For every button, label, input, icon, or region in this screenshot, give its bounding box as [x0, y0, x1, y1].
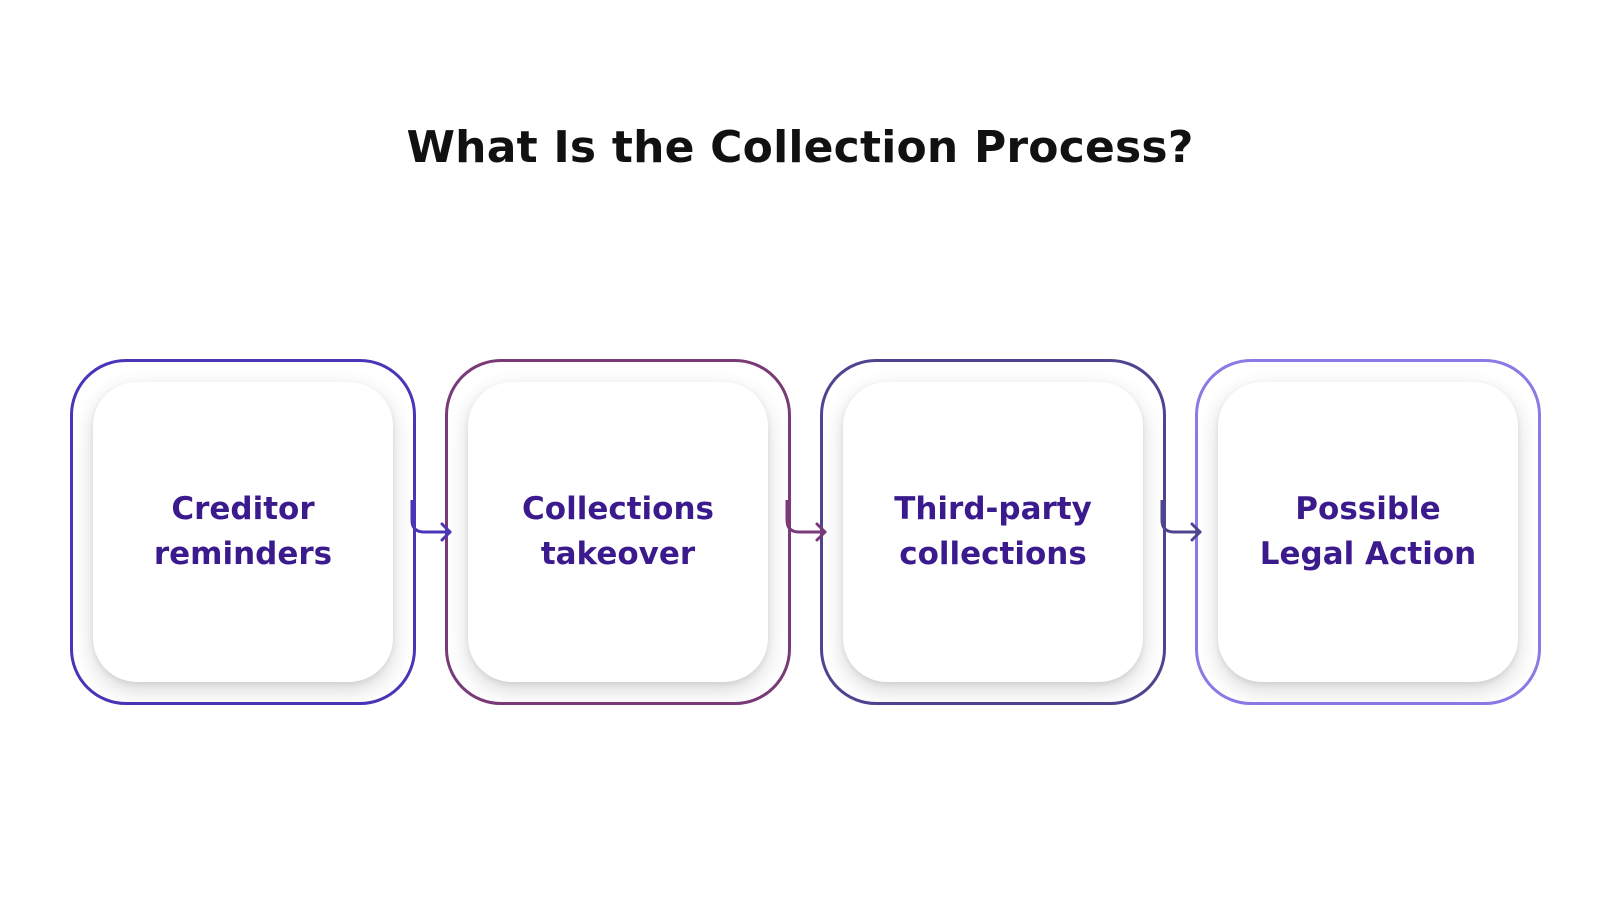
step-creditor-reminders: Creditor reminders	[70, 359, 416, 705]
step-label: Creditor reminders	[103, 487, 383, 577]
step-label-line: Legal Action	[1259, 536, 1477, 572]
connector-path	[1160, 500, 1202, 534]
step-card: Possible Legal Action	[1218, 382, 1518, 682]
step-label-line: takeover	[540, 536, 696, 572]
arrow-right-icon	[785, 500, 827, 542]
connector-arrowhead	[440, 522, 452, 542]
step-card: Third-party collections	[843, 382, 1143, 682]
step-card: Collections takeover	[468, 382, 768, 682]
step-label-line: Possible	[1295, 491, 1441, 527]
step-label-line: Creditor	[171, 491, 315, 527]
step-label-line: reminders	[153, 536, 333, 572]
step-label-line: Third-party	[894, 491, 1092, 527]
arrow-right-icon	[410, 500, 452, 542]
connector-arrowhead	[1190, 522, 1202, 542]
step-label: Collections takeover	[478, 487, 758, 577]
step-label: Third-party collections	[853, 487, 1133, 577]
step-card: Creditor reminders	[93, 382, 393, 682]
step-third-party-collections: Third-party collections	[820, 359, 1166, 705]
connector-path	[785, 500, 827, 534]
step-collections-takeover: Collections takeover	[445, 359, 791, 705]
connector-path	[410, 500, 452, 534]
step-label: Possible Legal Action	[1228, 487, 1508, 577]
step-label-line: Collections	[522, 491, 714, 527]
connector-arrowhead	[815, 522, 827, 542]
arrow-right-icon	[1160, 500, 1202, 542]
step-label-line: collections	[899, 536, 1087, 572]
diagram-title: What Is the Collection Process?	[406, 122, 1194, 173]
step-possible-legal-action: Possible Legal Action	[1195, 359, 1541, 705]
